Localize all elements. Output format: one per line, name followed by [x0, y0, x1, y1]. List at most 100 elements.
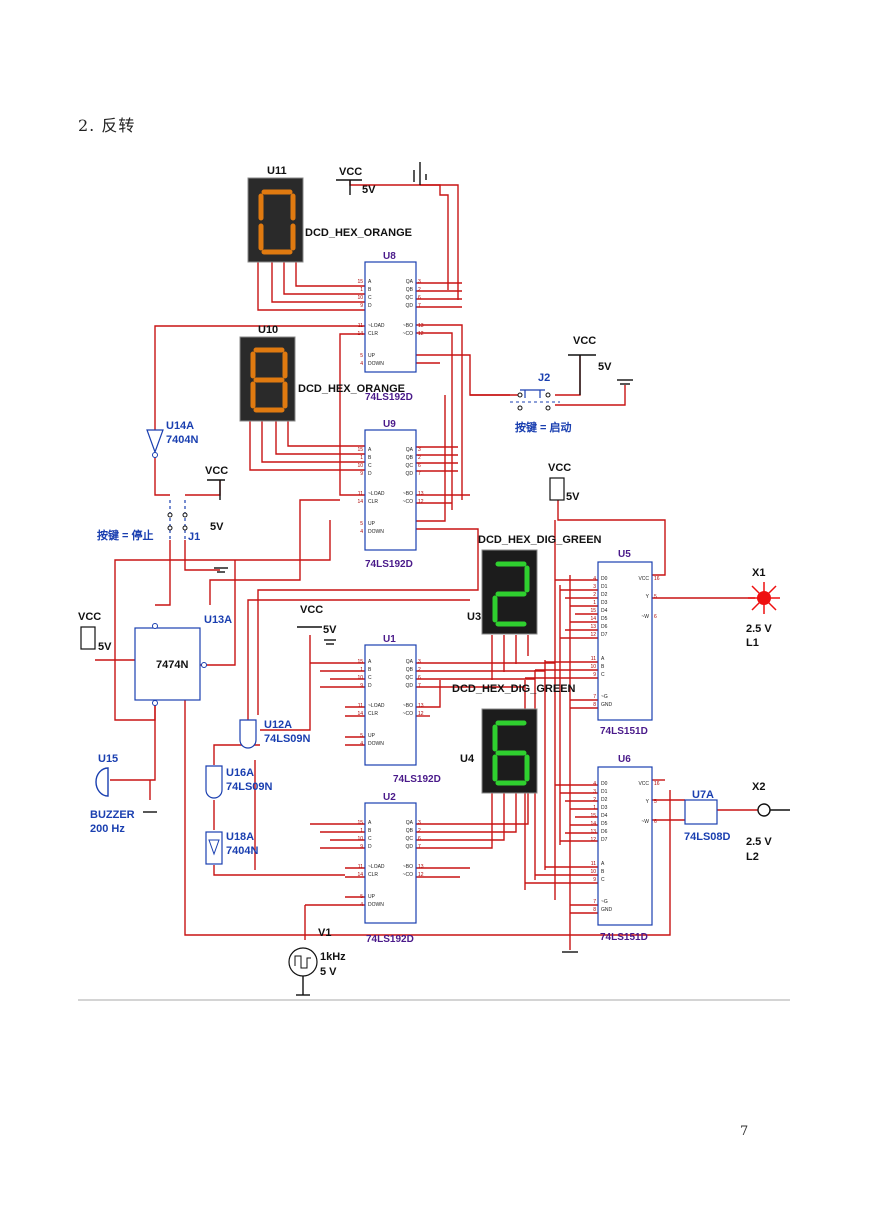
pin-label: 11 — [358, 703, 363, 709]
pin-label: D — [368, 303, 372, 309]
pin-label: ~G — [601, 694, 608, 700]
pin-label: D — [368, 844, 372, 850]
pin-label: C — [368, 675, 372, 681]
pin-label: 15 — [357, 659, 363, 665]
pin-label: 1 — [360, 455, 363, 461]
lamp-voltage: 2.5 V — [746, 623, 772, 635]
pin-label: B — [601, 869, 605, 875]
chip-ref: U6 — [618, 754, 631, 765]
pin-label: ~W — [641, 614, 649, 620]
pin-label: 3 — [593, 584, 596, 590]
lamp-name: L1 — [746, 637, 759, 649]
gate-model: 74LS09N — [226, 781, 273, 793]
vcc-j2: VCC 5V — [568, 335, 633, 395]
pin-label: 10 — [357, 295, 363, 301]
chip-u2: U2 74LS192D — [364, 792, 417, 945]
pin-label: 12 — [418, 872, 424, 878]
pin-label: 5 — [654, 799, 657, 805]
pin-label: 1 — [360, 828, 363, 834]
pin-label: ~CO — [403, 331, 414, 337]
chip-ref: U9 — [383, 419, 396, 430]
pin-label: QC — [406, 675, 414, 681]
pin-label: D1 — [601, 789, 608, 795]
pin-label: QA — [406, 279, 414, 285]
display-ref: U4 — [460, 753, 475, 765]
pin-label: D0 — [601, 781, 608, 787]
chip-u5: U5 74LS151D — [597, 549, 653, 737]
chip-ref: U5 — [618, 549, 631, 560]
pin-label: ~BO — [403, 323, 413, 329]
pin-label: 13 — [590, 829, 596, 835]
pin-label: D1 — [601, 584, 608, 590]
display-u10: U10 DCD_HEX_ORANGE — [239, 324, 405, 422]
display-u3: DCD_HEX_DIG_GREEN U3 — [467, 534, 602, 635]
pin-label: 15 — [357, 820, 363, 826]
pin-label: D — [368, 471, 372, 477]
lamp-ref: X1 — [752, 567, 765, 579]
pin-label: QD — [406, 471, 414, 477]
pin-label: 11 — [591, 861, 596, 867]
pin-label: D3 — [601, 805, 608, 811]
lamp-x1: X1 2.5 V L1 — [746, 567, 780, 649]
pin-label: DOWN — [368, 529, 384, 535]
buzzer-icon: U15 BUZZER 200 Hz — [90, 753, 157, 835]
pin-label: 15 — [590, 608, 596, 614]
source-freq: 1kHz — [320, 951, 346, 963]
pin-label: 4 — [360, 902, 363, 908]
pin-label: ~CO — [403, 711, 414, 717]
pin-label: 7 — [418, 844, 421, 850]
pin-label: Y — [646, 594, 650, 600]
pin-label: 8 — [593, 702, 596, 708]
pin-label: ~LOAD — [368, 703, 385, 709]
vcc-u1: VCC 5V — [297, 604, 337, 645]
pin-label: 2 — [418, 828, 421, 834]
pin-label: 7 — [418, 471, 421, 477]
pin-label: 3 — [418, 659, 421, 665]
pin-label: ~LOAD — [368, 864, 385, 870]
pin-label: QB — [406, 667, 414, 673]
pin-label: 6 — [418, 463, 421, 469]
pin-label: 9 — [593, 877, 596, 883]
pin-label: GND — [601, 907, 613, 913]
gate-u16: U16A 74LS09N — [205, 765, 273, 799]
pin-label: ~G — [601, 899, 608, 905]
v5-label: 5V — [98, 641, 112, 653]
chip-u13: U13A 7474N — [134, 614, 232, 706]
pin-label: 15 — [357, 447, 363, 453]
gate-model: 74LS08D — [684, 831, 731, 843]
display-model: DCD_HEX_ORANGE — [305, 227, 412, 239]
pin-label: 2 — [418, 287, 421, 293]
chip-model: 74LS192D — [366, 934, 414, 945]
chip-model: 7474N — [156, 659, 188, 671]
pin-label: 14 — [590, 616, 596, 622]
pin-label: 14 — [357, 331, 363, 337]
pin-label: 6 — [654, 614, 657, 620]
vcc-mux: VCC 5V — [548, 462, 580, 503]
pin-label: CLR — [368, 499, 378, 505]
chip-model: 74LS151D — [600, 932, 648, 943]
pin-label: 13 — [418, 323, 424, 329]
pin-label: 4 — [360, 529, 363, 535]
pin-label: 5 — [360, 521, 363, 527]
pin-label: QB — [406, 828, 414, 834]
v5-label: 5V — [323, 624, 337, 636]
pin-label: 12 — [590, 632, 596, 638]
pin-label: 9 — [360, 303, 363, 309]
ground-small-icon — [214, 567, 228, 573]
lamp-x2: X2 2.5 V L2 — [746, 781, 790, 863]
pin-label: 4 — [360, 361, 363, 367]
pin-label: 15 — [357, 279, 363, 285]
v5-label: 5V — [362, 184, 376, 196]
pin-label: 12 — [590, 837, 596, 843]
gate-model: 7404N — [166, 434, 198, 446]
gate-u12: U12A 74LS09N — [239, 719, 311, 749]
vcc-label: VCC — [300, 604, 323, 616]
ground-icon — [413, 162, 427, 185]
gate-u14: U14A 7404N — [146, 420, 198, 458]
pin-label: 3 — [593, 789, 596, 795]
pin-label: 7 — [418, 683, 421, 689]
pin-label: QC — [406, 295, 414, 301]
pin-label: 1 — [360, 667, 363, 673]
pin-label: B — [368, 455, 372, 461]
switch-ref: J1 — [188, 531, 200, 543]
